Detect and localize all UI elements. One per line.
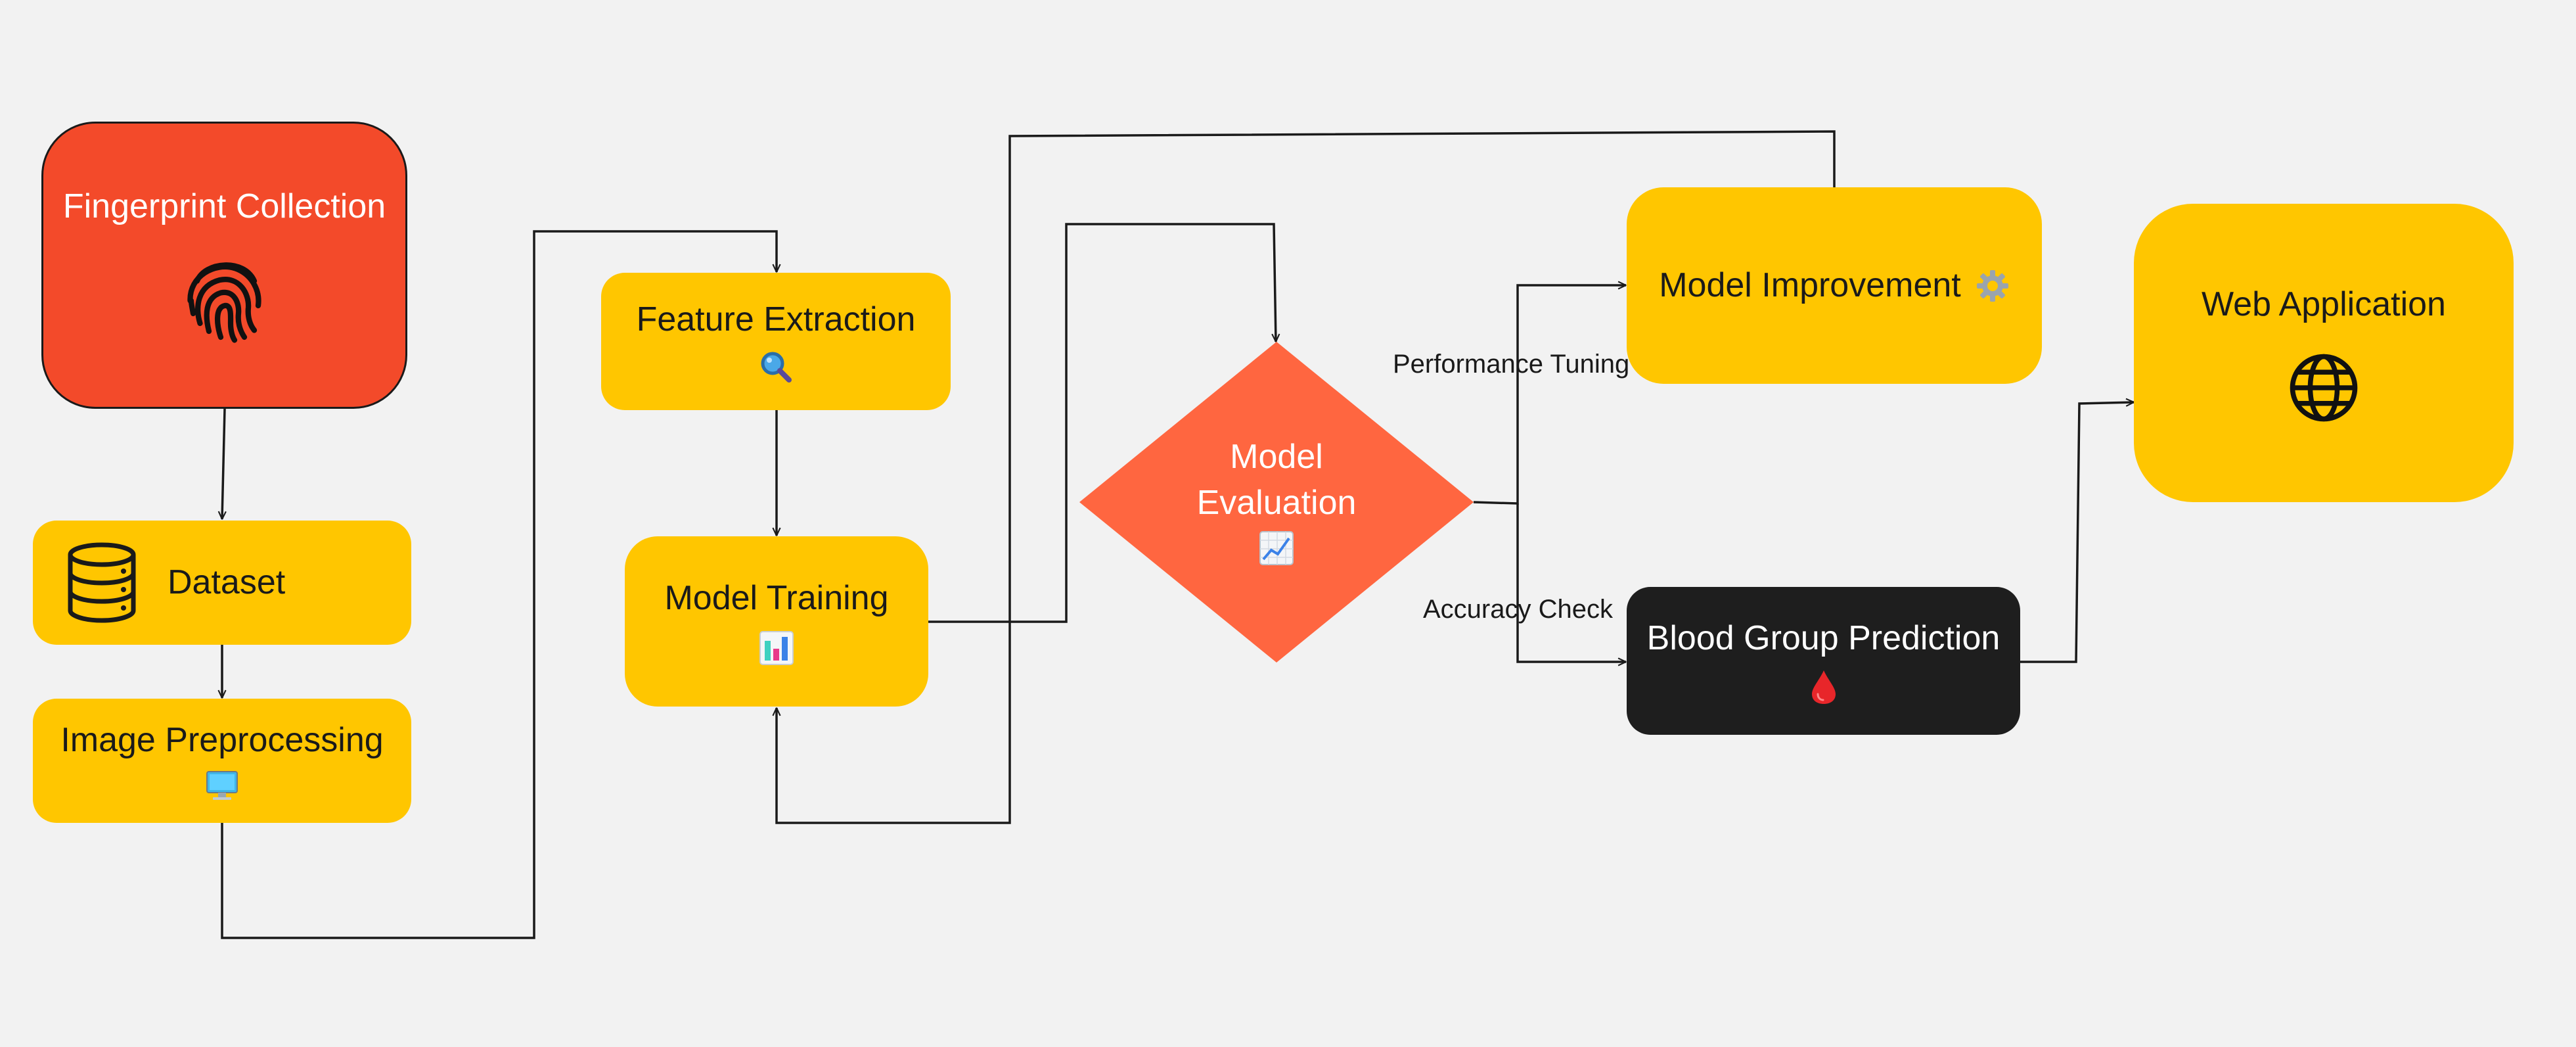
node-label: Model Training — [664, 579, 889, 617]
diamond-shape — [1079, 342, 1474, 663]
node-label: Blood Group Prediction — [1646, 619, 2000, 657]
node-label: Feature Extraction — [636, 300, 916, 338]
node-label: Model Improvement — [1659, 266, 1961, 304]
node-dataset: Dataset — [33, 521, 411, 645]
edge-training-to-evaluation — [928, 223, 1276, 623]
fingerprint-icon — [187, 262, 261, 343]
computer-icon — [206, 771, 238, 800]
edge-improvement-to-training — [777, 130, 1836, 824]
gear-icon — [1976, 269, 2008, 302]
edge-label-accuracy-check: Accuracy Check — [1423, 595, 1613, 624]
node-model-improvement: Model Improvement — [1627, 187, 2042, 384]
line-chart-icon — [1259, 531, 1294, 565]
magnifier-icon — [761, 352, 792, 383]
edge-evaluation-to-prediction — [1516, 503, 1626, 662]
node-image-preprocessing: Image Preprocessing — [33, 699, 411, 823]
node-label: Fingerprint Collection — [62, 187, 386, 225]
globe-icon — [2290, 354, 2358, 421]
database-icon — [68, 542, 136, 623]
edge-evaluation-to-improvement — [1473, 285, 1626, 505]
node-fingerprint-collection: Fingerprint Collection — [41, 122, 407, 409]
node-web-application: Web Application — [2134, 204, 2514, 502]
edge-preprocessing-to-feature-extraction — [221, 230, 777, 939]
node-label: Dataset — [168, 563, 286, 601]
node-feature-extraction: Feature Extraction — [601, 273, 951, 410]
node-blood-group-prediction: Blood Group Prediction — [1627, 587, 2020, 735]
node-label: Image Preprocessing — [60, 721, 384, 759]
edge-label-performance-tuning: Performance Tuning — [1393, 350, 1630, 379]
blood-drop-icon — [1811, 670, 1836, 704]
node-label: Web Application — [2202, 285, 2446, 323]
node-label-line1: Model — [1230, 438, 1323, 476]
edge-prediction-to-web-app — [2020, 402, 2134, 663]
edge-fingerprint-to-dataset — [222, 408, 225, 519]
node-model-training: Model Training — [625, 536, 928, 707]
bar-chart-icon — [759, 631, 794, 665]
node-label-line2: Evaluation — [1196, 484, 1357, 523]
node-model-evaluation: Model Evaluation — [1079, 342, 1474, 663]
